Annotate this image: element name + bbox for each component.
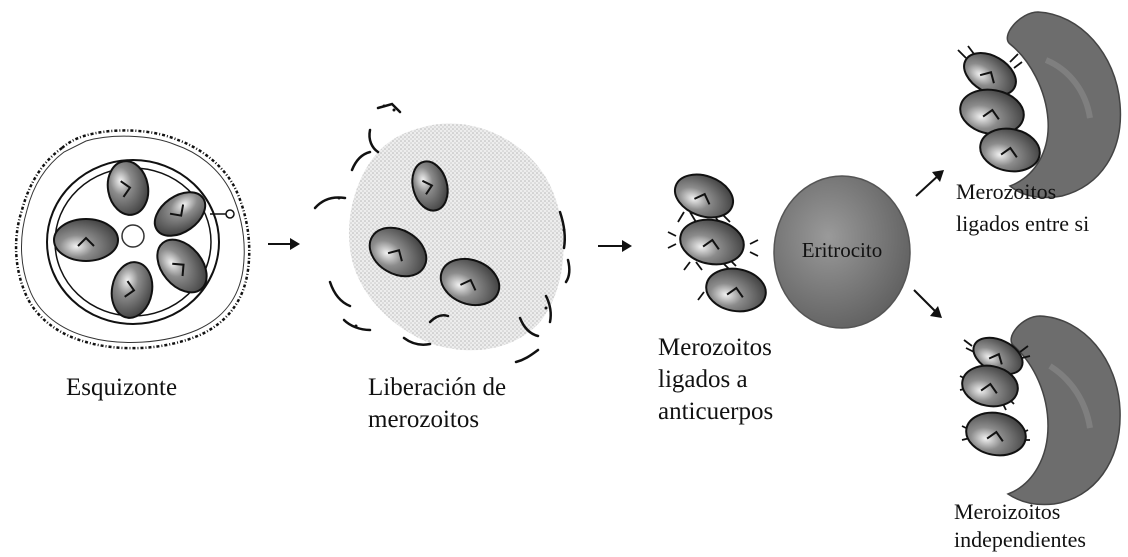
- schizont-pore-ring: [225, 209, 235, 219]
- erythrocyte-crescent-bottom: [1006, 315, 1121, 506]
- fragment-dots: [337, 104, 566, 328]
- merozoite: [368, 226, 428, 278]
- erythrocyte: [773, 175, 911, 329]
- merozoite: [679, 218, 745, 266]
- schizont: [14, 129, 251, 350]
- label-release-line-1: Liberación de: [368, 374, 507, 401]
- merozoite: [439, 257, 501, 307]
- arrow-release-to-bound: [598, 240, 632, 252]
- merozoites-bound-together-invasion: [957, 11, 1122, 199]
- merozoite-release: [313, 102, 571, 364]
- antibody-bound-merozoites: [667, 173, 767, 313]
- arrow-to-bound-together: [915, 170, 944, 197]
- arrow-schizont-to-release: [268, 238, 300, 250]
- label-antibody-bound-line-3: anticuerpos: [658, 398, 774, 425]
- merozoite: [411, 160, 449, 212]
- merozoite: [705, 267, 767, 313]
- ruptured-cell-stipple: [348, 123, 564, 351]
- label-antibody-bound: Merozoitos ligados a anticuerpos: [658, 332, 773, 428]
- merozoite: [965, 411, 1027, 457]
- label-independent-line-1: Meroizoitos: [954, 499, 1061, 524]
- merozoite: [979, 127, 1041, 173]
- label-release-line-2: merozoitos: [368, 406, 480, 433]
- label-release: Liberación de merozoitos: [368, 372, 506, 436]
- label-erythrocyte-line: Eritrocito: [801, 238, 883, 262]
- merozoite: [961, 364, 1019, 408]
- antibody-links: [667, 211, 759, 301]
- label-schizont-line: Esquizonte: [66, 374, 178, 401]
- label-independent-line-2: independientes: [954, 527, 1086, 552]
- label-antibody-bound-line-1: Merozoitos: [658, 334, 772, 361]
- schizont-residual-body: [121, 224, 145, 248]
- label-erythrocyte: Eritrocito: [778, 238, 906, 262]
- label-schizont: Esquizonte: [66, 372, 177, 404]
- schizont-inner-ring-outer: [46, 159, 220, 325]
- label-bound-together: Merozoitos ligados entre si: [956, 176, 1089, 240]
- label-independent: Meroizoitos independientes: [954, 498, 1086, 554]
- merozoite: [106, 160, 150, 216]
- erythrocyte-cell: [773, 175, 911, 329]
- merozoite: [673, 173, 735, 219]
- label-bound-together-line-2: ligados entre si: [956, 211, 1090, 236]
- erythrocyte-crescent-top: [1006, 11, 1122, 199]
- merozoite: [110, 261, 154, 319]
- merozoite: [156, 238, 208, 294]
- label-bound-together-line-1: Merozoitos: [956, 179, 1057, 204]
- independent-merozoites-invasion: [959, 315, 1121, 506]
- arrow-to-independent: [913, 289, 942, 318]
- label-antibody-bound-line-2: ligados a: [658, 366, 748, 393]
- schizont-outer-membrane-rim: [21, 135, 245, 343]
- schizont-merozoites: [53, 160, 208, 319]
- merozoite: [153, 191, 207, 237]
- merozoite: [53, 218, 119, 262]
